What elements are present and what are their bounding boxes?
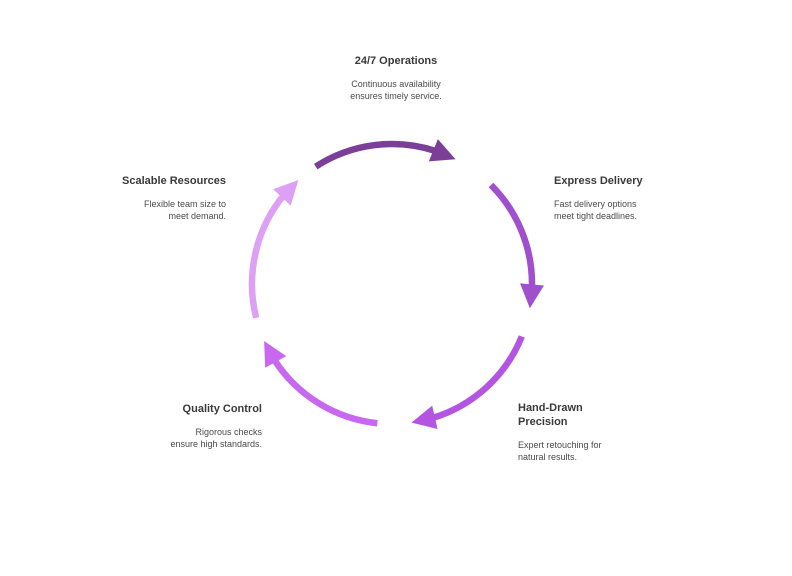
cycle-arc	[431, 335, 525, 422]
step-description: Flexible team size to meet demand.	[106, 198, 226, 222]
step-title: Express Delivery	[554, 175, 643, 187]
description-line: Rigorous checks	[195, 427, 262, 437]
step-quality-control: Quality Control Rigorous checks ensure h…	[142, 402, 262, 450]
arrowhead-icon	[520, 283, 544, 309]
description-line: Fast delivery options	[554, 199, 637, 209]
step-description: Rigorous checks ensure high standards.	[142, 426, 262, 450]
step-scalable-resources: Scalable Resources Flexible team size to…	[106, 174, 226, 222]
description-line: Continuous availability	[351, 79, 441, 89]
step-description: Expert retouching for natural results.	[518, 439, 638, 463]
title-line: Precision	[518, 416, 568, 428]
step-title: Hand-Drawn Precision	[518, 401, 638, 429]
description-line: ensures timely service.	[350, 91, 442, 101]
description-line: meet demand.	[168, 211, 226, 221]
arrowhead-icon	[411, 405, 438, 429]
arrowhead-icon	[428, 139, 456, 162]
description-line: meet tight deadlines.	[554, 211, 638, 221]
step-title: 24/7 Operations	[354, 55, 438, 67]
title-line: Hand-Drawn	[518, 402, 583, 414]
description-line: Expert retouching for	[518, 440, 602, 450]
description-line: Flexible team size to	[143, 199, 226, 209]
arrowhead-icon	[264, 340, 287, 368]
step-title: Quality Control	[182, 403, 262, 415]
cycle-arc	[313, 140, 437, 170]
step-title: Scalable Resources	[122, 175, 226, 187]
step-express-delivery: Express Delivery Fast delivery options m…	[554, 174, 674, 222]
cycle-arc	[271, 358, 378, 427]
description-line: natural results.	[518, 452, 578, 462]
step-description: Continuous availability ensures timely s…	[296, 78, 496, 102]
step-24-7-operations: 24/7 Operations Continuous availability …	[296, 54, 496, 102]
cycle-arc	[248, 193, 286, 319]
description-line: ensure high standards.	[170, 439, 262, 449]
cycle-arc	[488, 182, 536, 287]
step-description: Fast delivery options meet tight deadlin…	[554, 198, 674, 222]
arrowhead-icon	[273, 179, 299, 206]
step-hand-drawn-precision: Hand-Drawn Precision Expert retouching f…	[518, 401, 638, 463]
